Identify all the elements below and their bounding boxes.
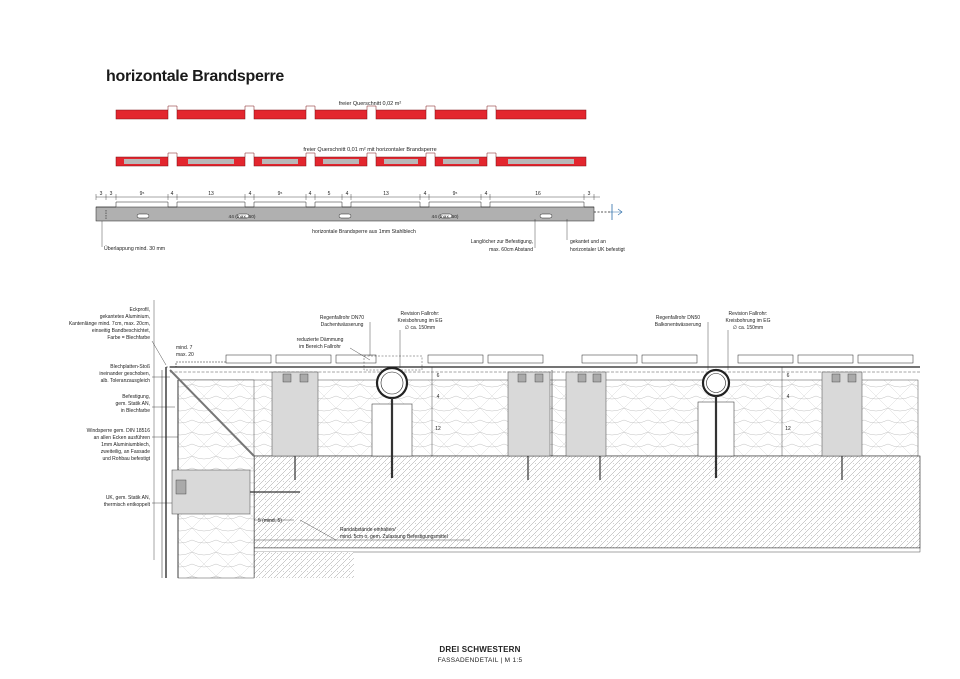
profile-inner-dim-right: 44 (max. 60) [432,214,459,220]
dim-b-12: 12 [785,426,791,432]
profile-slots-label-1: Langlöcher zur Befestigung, [471,239,533,245]
svg-text:∅ ca. 150mm: ∅ ca. 150mm [405,325,435,331]
svg-text:an allen Ecken ausführen: an allen Ecken ausführen [94,435,151,441]
svg-text:Eckprofil,: Eckprofil, [129,307,150,313]
profile-slots-label-2: max. 60cm Abstand [489,247,533,253]
svg-text:9⁵: 9⁵ [453,191,458,197]
strip-open-label: freier Querschnitt 0,02 m² [339,101,402,107]
edge-note-1: Randabstände einhalten/ [340,527,396,533]
dim-a-4: 4 [437,394,440,400]
svg-text:gekantetes Aluminium,: gekantetes Aluminium, [100,314,150,320]
svg-text:4: 4 [424,191,427,197]
svg-text:gem. Statik AN,: gem. Statik AN, [116,401,150,407]
svg-text:4: 4 [346,191,349,197]
profile-dimension-labels: 3 3 9⁵ 4 13 4 9⁵ 4 5 4 13 4 9⁵ 4 16 3 [100,191,591,197]
svg-text:3: 3 [110,191,113,197]
profile-inner-dim-left: 44 (max. 60) [229,214,256,220]
downpipe-b [697,368,735,478]
profile-fold-label-1: gekantet und an [570,239,606,245]
downpipe-a [363,355,423,478]
edge-note-2: mind. 5cm o. gem. Zulassung Befestigungs… [340,534,448,540]
svg-text:Blechplatten-Stoß: Blechplatten-Stoß [110,364,150,370]
facade-detail [153,300,921,579]
edge-dim-label: 5 (mind. 5) [258,518,282,524]
vertical-dimensions [431,367,783,456]
dim-b-4: 4 [787,394,790,400]
top-notes: Regenfallrohr DN70 Dachentwässerung Revi… [297,311,771,350]
svg-text:einseitig Bandbeschichtet,: einseitig Bandbeschichtet, [92,328,150,334]
strip-barrier [115,152,587,167]
corner-dim-max: max. 20 [176,352,194,358]
page-title: horizontale Brandsperre [106,68,285,85]
svg-text:3: 3 [100,191,103,197]
svg-text:Befestigung,: Befestigung, [122,394,150,400]
svg-text:alb. Toleranzausgleich: alb. Toleranzausgleich [101,378,151,384]
svg-text:Kantenlänge mind. 7cm, max. 20: Kantenlänge mind. 7cm, max. 20cm, [69,321,150,327]
strip-open [115,105,587,120]
strip-barrier-label: freier Querschnitt 0,01 m² mit horizonta… [303,147,436,153]
svg-text:Farbe = Blechfarbe: Farbe = Blechfarbe [107,335,150,341]
svg-text:Balkonentwässerung: Balkonentwässerung [655,322,702,328]
svg-text:3: 3 [588,191,591,197]
project-title: DREI SCHWESTERN [439,645,521,654]
svg-text:4: 4 [309,191,312,197]
svg-text:9⁵: 9⁵ [278,191,283,197]
svg-text:1mm Aluminiumblech,: 1mm Aluminiumblech, [101,442,150,448]
svg-text:im Bereich Fallrohr: im Bereich Fallrohr [299,344,341,350]
svg-text:9⁵: 9⁵ [140,191,145,197]
profile-sheet [95,201,623,222]
svg-text:13: 13 [383,191,389,197]
svg-text:Regenfallrohr DN70: Regenfallrohr DN70 [320,315,364,321]
dim-b-6: 6 [787,373,790,379]
left-notes: Eckprofil, gekantetes Aluminium, Kantenl… [69,307,151,508]
svg-text:in Blechfarbe: in Blechfarbe [121,408,150,414]
svg-text:4: 4 [171,191,174,197]
svg-text:16: 16 [535,191,541,197]
dim-a-6: 6 [437,373,440,379]
svg-text:ineinander geschoben,: ineinander geschoben, [99,371,150,377]
svg-text:zweiteilig, an Fassade: zweiteilig, an Fassade [101,449,150,455]
svg-text:Revision Fallrohr:: Revision Fallrohr: [401,311,440,317]
svg-text:Kreisbohrung im EG: Kreisbohrung im EG [397,318,442,324]
profile-fold-label-2: horizontaler UK befestigt [570,247,625,253]
svg-text:Revision Fallrohr:: Revision Fallrohr: [729,311,768,317]
svg-text:und Rohbau befestigt: und Rohbau befestigt [102,456,150,462]
profile-material-label: horizontale Brandsperre aus 1mm Stahlble… [312,229,416,235]
svg-text:Regenfallrohr DN50: Regenfallrohr DN50 [656,315,700,321]
svg-text:reduzierte Dämmung: reduzierte Dämmung [297,337,344,343]
profile-dimension-line [95,194,600,200]
dim-a-12: 12 [435,426,441,432]
svg-text:4: 4 [249,191,252,197]
sheet-subtitle: FASSADENDETAIL | M 1:5 [437,657,523,664]
svg-text:UK, gem. Statik AN,: UK, gem. Statik AN, [106,495,150,501]
svg-text:13: 13 [208,191,214,197]
svg-text:Dachentwässerung: Dachentwässerung [321,322,364,328]
svg-text:4: 4 [485,191,488,197]
profile-overlap-label: Überlappung mind. 30 mm [104,245,165,252]
svg-text:∅ ca. 150mm: ∅ ca. 150mm [733,325,763,331]
corner-dim-min: mind. 7 [176,345,193,351]
svg-text:Windsperre gem. DIN 18516: Windsperre gem. DIN 18516 [87,428,151,434]
svg-text:Kreisbohrung im EG: Kreisbohrung im EG [725,318,770,324]
profile-leaders [101,219,568,248]
svg-text:thermisch entkoppelt: thermisch entkoppelt [104,502,151,508]
svg-text:5: 5 [328,191,331,197]
